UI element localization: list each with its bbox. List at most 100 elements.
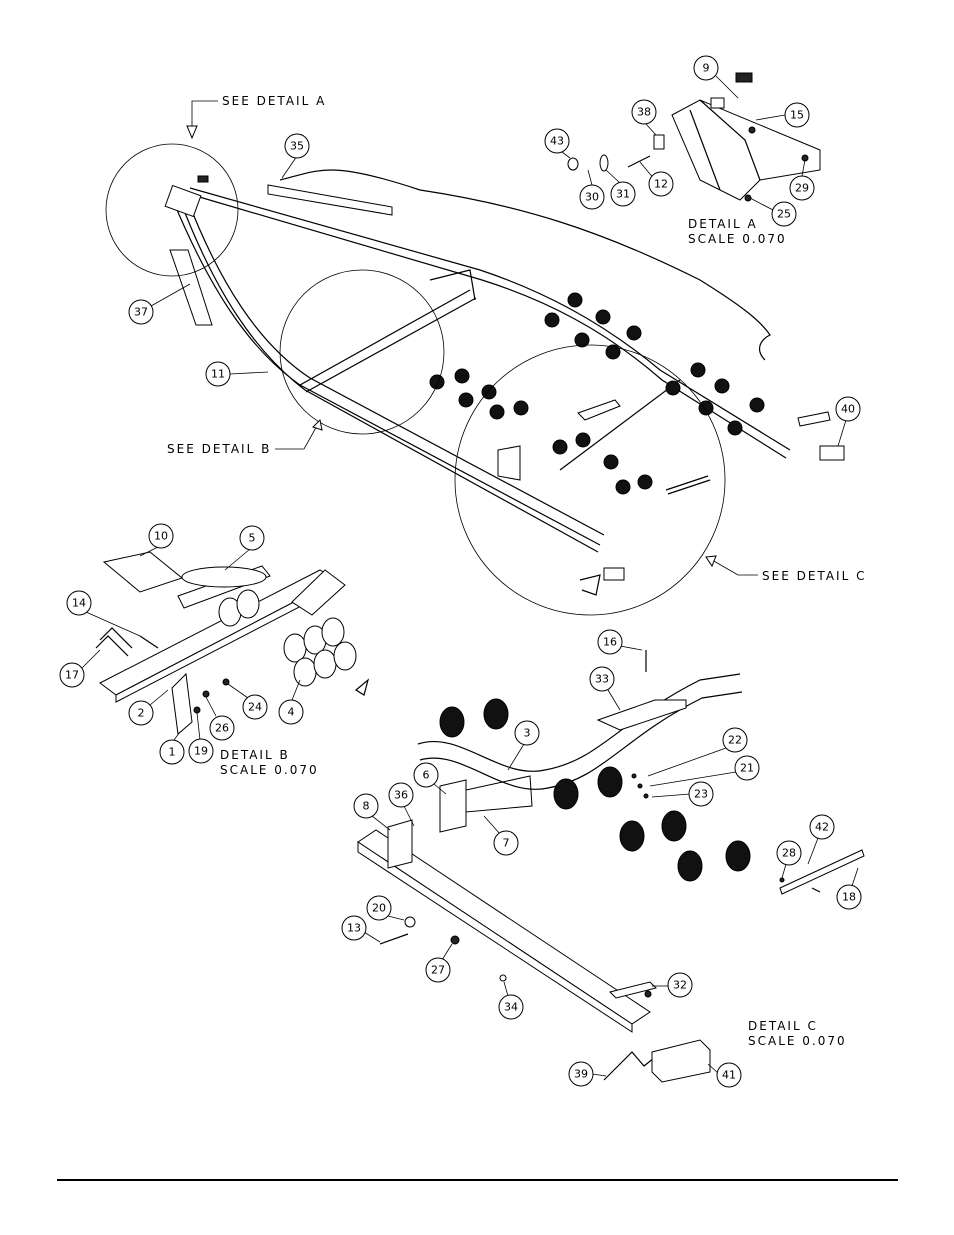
- svg-text:43: 43: [550, 135, 564, 148]
- strip-plate: [267, 184, 393, 216]
- svg-text:1: 1: [169, 746, 176, 759]
- svg-text:22: 22: [728, 734, 742, 747]
- detail-a-title: DETAIL A: [688, 217, 758, 231]
- callout-2: 2: [128, 689, 169, 726]
- detail-a-parts: [567, 72, 821, 202]
- callout-7: 7: [483, 815, 519, 856]
- svg-text:29: 29: [795, 182, 809, 195]
- callout-1: 1: [159, 731, 185, 765]
- svg-text:19: 19: [194, 745, 208, 758]
- callout-16: 16: [597, 629, 643, 655]
- callout-bubbles: 35 37 11 40 9 38 15 43 30 31 12 29 25 10…: [59, 55, 862, 1088]
- svg-text:40: 40: [841, 403, 855, 416]
- svg-text:34: 34: [504, 1001, 518, 1014]
- callout-17: 17: [59, 649, 101, 688]
- callout-19: 19: [188, 712, 214, 764]
- svg-text:33: 33: [595, 673, 609, 686]
- detail-c-parts: [357, 650, 865, 1083]
- callout-42: 42: [807, 814, 835, 865]
- detail-a-scale: SCALE 0.070: [688, 232, 787, 246]
- detail-b-parts: [95, 551, 370, 735]
- svg-text:17: 17: [65, 669, 79, 682]
- svg-text:15: 15: [790, 109, 804, 122]
- detail-c-scale: SCALE 0.070: [748, 1034, 847, 1048]
- svg-text:23: 23: [694, 788, 708, 801]
- detail-b-circle: [279, 269, 445, 435]
- callout-18: 18: [836, 867, 862, 910]
- svg-text:28: 28: [782, 847, 796, 860]
- svg-text:9: 9: [703, 62, 710, 75]
- svg-text:27: 27: [431, 964, 445, 977]
- callout-12: 12: [639, 161, 674, 197]
- svg-text:16: 16: [603, 636, 617, 649]
- callout-15: 15: [755, 102, 810, 128]
- callout-34: 34: [498, 981, 524, 1020]
- detail-circles: [105, 143, 726, 616]
- callout-6: 6: [413, 762, 447, 795]
- svg-text:4: 4: [288, 706, 295, 719]
- see-detail-c-label: SEE DETAIL C: [762, 569, 866, 583]
- callout-4: 4: [278, 679, 304, 725]
- callout-43: 43: [544, 128, 571, 159]
- svg-text:39: 39: [574, 1068, 588, 1081]
- detail-c-circle: [454, 344, 726, 616]
- svg-text:6: 6: [423, 769, 430, 782]
- see-detail-a-label: SEE DETAIL A: [222, 94, 326, 108]
- callout-37: 37: [128, 283, 191, 325]
- detail-b-title: DETAIL B: [220, 748, 290, 762]
- callout-23: 23: [651, 781, 714, 807]
- callout-38: 38: [631, 99, 657, 136]
- callout-22: 22: [647, 727, 748, 777]
- callout-20: 20: [366, 895, 405, 921]
- svg-text:31: 31: [616, 188, 630, 201]
- tongue-plate: [169, 249, 213, 326]
- callout-14: 14: [66, 590, 141, 637]
- svg-text:25: 25: [777, 208, 791, 221]
- callout-24: 24: [227, 683, 268, 720]
- callout-25: 25: [749, 197, 797, 227]
- callout-9: 9: [693, 55, 739, 99]
- svg-text:42: 42: [815, 821, 829, 834]
- svg-text:36: 36: [394, 789, 408, 802]
- svg-text:32: 32: [673, 979, 687, 992]
- detail-c-rollers: [439, 698, 751, 882]
- svg-text:12: 12: [654, 178, 668, 191]
- callout-29: 29: [789, 159, 815, 201]
- svg-text:38: 38: [637, 106, 651, 119]
- callout-35: 35: [281, 133, 310, 179]
- detail-b-rollers: [218, 589, 357, 687]
- callout-39: 39: [568, 1061, 607, 1087]
- callout-40: 40: [835, 396, 861, 447]
- callout-32: 32: [652, 972, 693, 998]
- callout-13: 13: [341, 915, 381, 943]
- svg-text:30: 30: [585, 191, 599, 204]
- svg-text:35: 35: [290, 140, 304, 153]
- svg-text:13: 13: [347, 922, 361, 935]
- callout-33: 33: [589, 666, 621, 711]
- svg-text:21: 21: [740, 762, 754, 775]
- see-detail-b-label: SEE DETAIL B: [167, 442, 271, 456]
- svg-text:2: 2: [138, 707, 145, 720]
- svg-text:3: 3: [524, 727, 531, 740]
- svg-text:14: 14: [72, 597, 86, 610]
- svg-text:11: 11: [211, 368, 225, 381]
- main-rollers: [429, 292, 765, 495]
- svg-text:41: 41: [722, 1069, 736, 1082]
- see-detail-leaders: [186, 100, 758, 576]
- svg-text:26: 26: [215, 722, 229, 735]
- svg-text:37: 37: [134, 306, 148, 319]
- svg-text:20: 20: [372, 902, 386, 915]
- callout-8: 8: [353, 793, 391, 831]
- callout-10: 10: [139, 523, 174, 557]
- detail-c-title: DETAIL C: [748, 1019, 818, 1033]
- callout-26: 26: [205, 696, 235, 741]
- callout-30: 30: [579, 169, 605, 210]
- svg-text:8: 8: [363, 800, 370, 813]
- detail-b-scale: SCALE 0.070: [220, 763, 319, 777]
- callout-11: 11: [205, 361, 269, 387]
- svg-text:10: 10: [154, 530, 168, 543]
- svg-text:7: 7: [503, 837, 510, 850]
- callout-28: 28: [776, 840, 802, 879]
- svg-text:24: 24: [248, 701, 262, 714]
